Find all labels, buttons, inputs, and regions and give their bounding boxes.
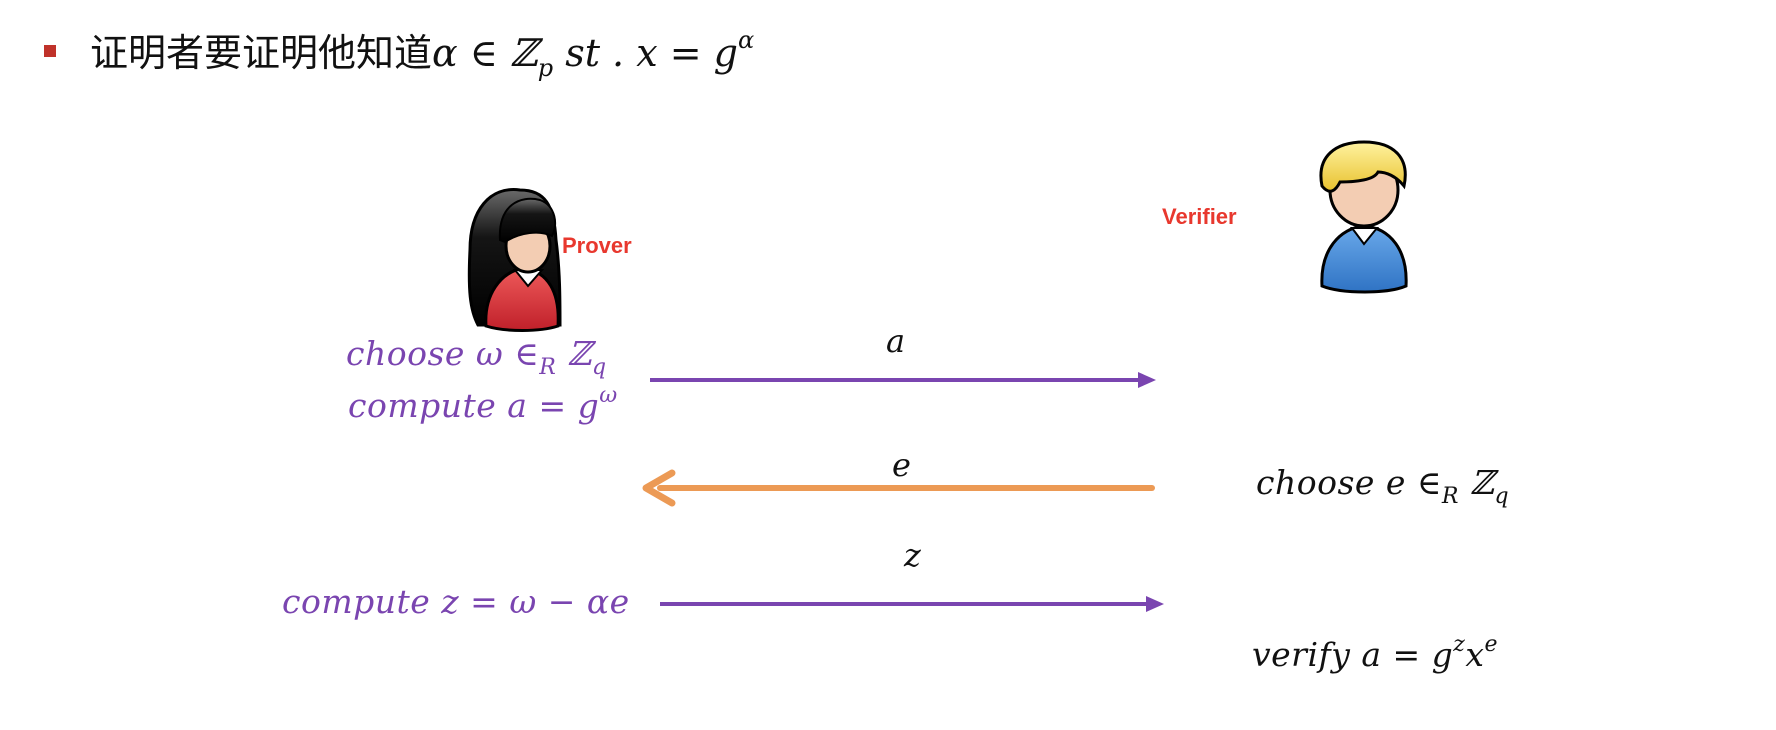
message-label-z: z — [904, 536, 921, 574]
prover-compute-z: compute z = ω − αe — [282, 582, 630, 621]
verifier-choose-e: choose e ∈R ℤq — [1256, 463, 1510, 509]
message-arrow-e — [642, 469, 1155, 507]
verifier-verify: verify a = gzxe — [1252, 632, 1499, 674]
message-label-e: e — [892, 446, 911, 484]
message-label-a: a — [886, 322, 906, 360]
page-title: 证明者要证明他知道α ∈ ℤp st . x = gα — [90, 22, 754, 82]
message-arrow-a — [650, 372, 1156, 388]
message-arrow-z — [660, 596, 1164, 612]
title-chinese-text: 证明者要证明他知道 — [90, 31, 433, 75]
prover-compute-a: compute a = gω — [348, 383, 618, 425]
prover-avatar-icon — [467, 188, 562, 332]
verifier-label: Verifier — [1162, 204, 1237, 229]
bullet-marker — [44, 45, 56, 57]
title-math: α ∈ ℤp st . x = gα — [432, 26, 755, 82]
verifier-avatar-icon — [1319, 140, 1408, 294]
prover-label: Prover — [562, 233, 632, 258]
prover-choose-omega: choose ω ∈R ℤq — [346, 334, 607, 380]
